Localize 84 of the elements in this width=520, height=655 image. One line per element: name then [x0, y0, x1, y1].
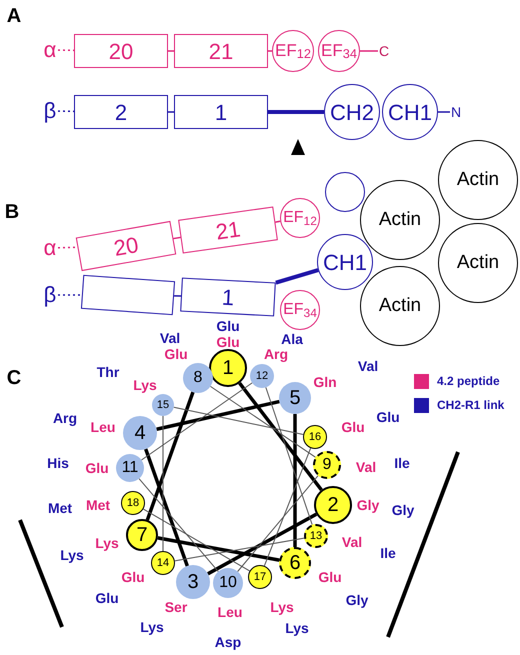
- chain-label: β: [42, 283, 58, 307]
- connector-line: [144, 448, 189, 567]
- residue-label: Glu: [376, 410, 400, 424]
- domain-box: 21: [174, 34, 268, 68]
- residue-label: Lys: [270, 600, 294, 614]
- residue-label: Ile: [380, 546, 396, 560]
- residue-label: Glu: [95, 591, 119, 605]
- connector-line: [142, 508, 250, 572]
- connector-line: [58, 294, 82, 296]
- residue-label: Asp: [214, 635, 242, 649]
- connector-line: [210, 386, 316, 458]
- connector-line: [268, 110, 324, 114]
- legend-label: 4.2 peptide: [437, 373, 500, 390]
- terminus-label: N: [450, 103, 462, 121]
- residue-label: Glu: [318, 570, 342, 584]
- panel-letter: B: [4, 202, 20, 222]
- connector-line: [264, 448, 312, 566]
- connector-line: [162, 416, 164, 552]
- connector-line: [146, 392, 195, 521]
- connector-line: [238, 382, 323, 491]
- residue-label: Val: [356, 460, 376, 474]
- residue-label: Glu: [121, 570, 145, 584]
- connector-line: [174, 538, 305, 562]
- residue-label: Gly: [356, 498, 380, 512]
- residue-label: Glu: [341, 420, 365, 434]
- connector-line: [360, 50, 378, 52]
- residue-label: Val: [358, 359, 378, 373]
- domain-box: 1: [174, 95, 268, 129]
- domain-box: 2: [74, 95, 168, 129]
- domain-box: 1: [180, 278, 276, 316]
- residue-label: Met: [48, 501, 72, 515]
- connector-line: [168, 111, 174, 113]
- terminus-label: C: [378, 42, 390, 60]
- residue-label: Gln: [313, 375, 337, 389]
- connector-line: [293, 414, 297, 547]
- residue-label: Glu: [85, 461, 109, 475]
- residue-label: Gly: [392, 503, 414, 517]
- residue-label: Leu: [90, 420, 116, 434]
- residue-label: Glu: [216, 335, 240, 349]
- chain-label: α: [42, 38, 58, 62]
- connector-line: [173, 236, 181, 240]
- connector-line: [207, 512, 318, 576]
- connector-line: [58, 246, 78, 249]
- connector-line: [157, 536, 280, 562]
- residue-label: Lys: [60, 548, 84, 562]
- residue-label: Val: [342, 535, 362, 549]
- domain-box: 20: [74, 34, 168, 68]
- domain-box: 21: [178, 206, 278, 254]
- residue-label: Glu: [164, 347, 188, 361]
- connector-line: [173, 406, 304, 436]
- residue-label: Lys: [133, 378, 157, 392]
- residue-label: Val: [160, 331, 180, 345]
- residue-label: Met: [86, 498, 110, 512]
- panel-letter: C: [6, 368, 22, 388]
- residue-label: His: [47, 456, 69, 470]
- residue-label: Lys: [95, 536, 119, 550]
- residue-label: Arg: [264, 347, 288, 361]
- residue-label: Thr: [96, 365, 120, 379]
- connector-line: [156, 400, 280, 431]
- connector-line: [268, 50, 272, 52]
- residue-label: Ala: [281, 332, 303, 346]
- connector-line: [237, 475, 318, 572]
- residue-label: Gly: [346, 593, 368, 607]
- residue-label: Lys: [140, 620, 164, 634]
- residue-label: Leu: [218, 605, 242, 619]
- connector-line: [58, 49, 74, 52]
- connector-line: [275, 268, 319, 285]
- connector-line: [140, 382, 253, 460]
- connector-line: [265, 386, 313, 526]
- residue-label: Glu: [216, 319, 240, 333]
- chain-label: β: [42, 99, 58, 123]
- connector-line: [58, 110, 74, 112]
- residue-label: Lys: [285, 621, 309, 635]
- chain-label: α: [42, 236, 58, 260]
- residue-label: Ile: [394, 456, 410, 470]
- residue-label: Arg: [52, 411, 78, 425]
- panel-letter: A: [6, 6, 22, 26]
- connector-line: [438, 111, 450, 113]
- connector-line: [138, 478, 219, 572]
- legend-label: CH2-R1 link: [437, 397, 504, 414]
- connector-line: [275, 220, 280, 223]
- residue-label: Ser: [164, 600, 188, 614]
- domain-box: 20: [76, 220, 176, 272]
- connector-line: [168, 50, 174, 52]
